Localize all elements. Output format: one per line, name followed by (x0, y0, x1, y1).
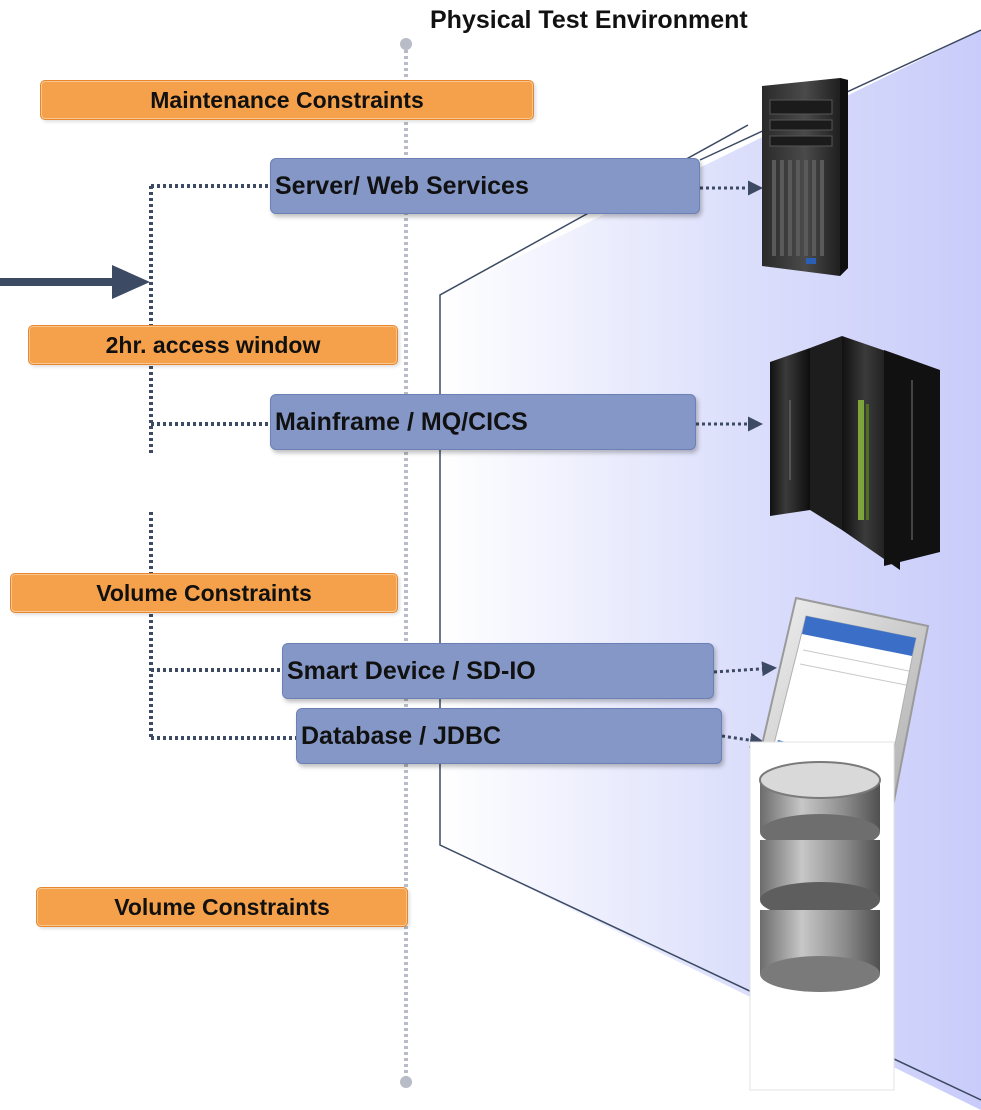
service-database: Database / JDBC (296, 708, 722, 764)
diagram-title: Physical Test Environment (430, 6, 748, 34)
service-smart-device: Smart Device / SD-IO (282, 643, 714, 699)
service-mainframe: Mainframe / MQ/CICS (270, 394, 696, 450)
constraint-maintenance: Maintenance Constraints (40, 80, 534, 120)
connector-database (721, 732, 765, 748)
left-bus (149, 184, 298, 740)
constraint-volume-2: Volume Constraints (36, 887, 408, 927)
connector-smart-device (713, 661, 777, 677)
tower-server-icon (762, 78, 848, 276)
mainframe-icon (770, 336, 940, 570)
database-icon (749, 741, 895, 1091)
service-server-web: Server/ Web Services (270, 158, 700, 214)
input-arrow (0, 265, 150, 299)
constraint-access-window: 2hr. access window (28, 325, 398, 365)
constraint-volume-1: Volume Constraints (10, 573, 398, 613)
